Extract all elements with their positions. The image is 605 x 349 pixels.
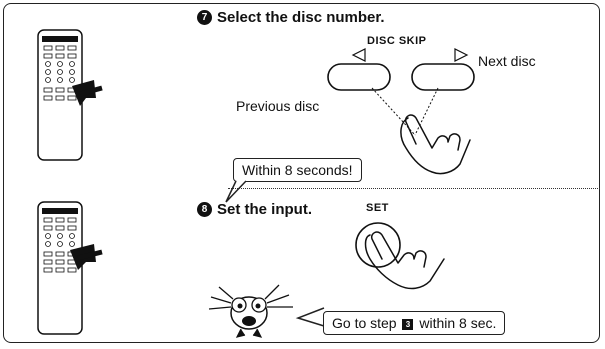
set-button[interactable] [355, 222, 401, 268]
set-label: SET [366, 202, 389, 214]
pointing-hand-icon [364, 231, 445, 290]
previous-disc-label: Previous disc [236, 98, 320, 114]
time-limit-callout: Within 8 seconds! [233, 158, 362, 182]
step-1-number: 7 [197, 10, 212, 25]
step-2-title: 8 Set the input. [197, 201, 312, 218]
remote-control-top [37, 29, 103, 161]
next-step-text-before: Go to step [332, 315, 397, 331]
next-arrow-icon [454, 48, 469, 62]
remote-control-bottom [37, 201, 103, 335]
disc-skip-label: DISC SKIP [367, 35, 427, 47]
step-2-title-text: Set the input. [217, 201, 312, 218]
step-badge: 3 [402, 318, 414, 330]
next-step-callout: Go to step 3 within 8 sec. [323, 311, 506, 335]
next-disc-label: Next disc [478, 53, 536, 69]
disc-skip-previous-button[interactable] [327, 63, 391, 91]
worried-character-icon [208, 284, 293, 338]
step-1-title: 7 Select the disc number. [197, 9, 385, 26]
pointing-hand-icon [400, 114, 471, 175]
manual-panel [3, 3, 600, 343]
step-2-number: 8 [197, 202, 212, 217]
time-limit-callout-text: Within 8 seconds! [242, 162, 353, 178]
section-divider [228, 188, 600, 189]
disc-skip-buttons-illustration [327, 48, 475, 175]
disc-skip-next-button[interactable] [411, 63, 475, 91]
set-button-illustration [355, 222, 445, 290]
callout-pointer-bottom [295, 307, 325, 327]
step-1-title-text: Select the disc number. [217, 9, 385, 26]
next-step-text-after: within 8 sec. [419, 315, 497, 331]
previous-arrow-icon [351, 48, 366, 62]
